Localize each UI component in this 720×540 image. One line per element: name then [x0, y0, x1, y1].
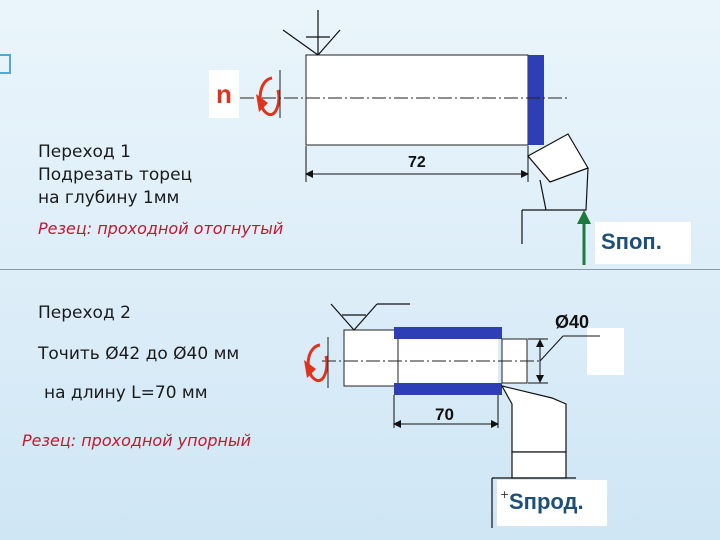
cross-feed-label: Sпоп.	[601, 229, 662, 254]
step2-cutter-icon	[491, 385, 576, 528]
step2-length-dimension-text: 70	[435, 405, 454, 424]
step2-diameter-dimension	[528, 335, 600, 384]
section-divider	[0, 269, 720, 270]
plus-mark: +	[500, 488, 510, 501]
step2-workpiece	[322, 327, 540, 395]
roughness-symbol-icon	[330, 303, 410, 331]
step1-description-line1: Подрезать торец	[38, 165, 193, 185]
step1-description-line2: на глубину 1мм	[38, 188, 180, 208]
feed-label-box-1	[595, 222, 691, 264]
step1-workpiece	[240, 54, 568, 146]
step2-description-line1: Точить Ø42 до Ø40 мм	[38, 344, 240, 364]
step1-length-dimension-text: 72	[408, 154, 426, 171]
spindle-rotation-arrow-icon	[304, 343, 329, 383]
step1-cutter-type: Резец: проходной отогнутый	[38, 219, 284, 238]
step1-length-dimension	[305, 146, 529, 182]
step2-cutter-type: Резец: проходной упорный	[22, 431, 252, 450]
step2-removed-layer-top	[394, 327, 502, 339]
step2-length-dimension	[393, 395, 499, 428]
step1-removed-layer	[528, 55, 544, 145]
step2-diameter-dimension-text: Ø40	[555, 312, 590, 332]
step1-title: Переход 1	[38, 142, 131, 162]
spindle-rotation-arrow-icon	[256, 76, 281, 117]
longitudinal-feed-label: Sпрод.	[509, 489, 584, 514]
roughness-symbol-icon	[282, 10, 341, 56]
spindle-label-box	[209, 70, 239, 118]
feed-label-box-2	[497, 480, 607, 526]
step1-cutter-icon	[521, 133, 589, 244]
spindle-speed-label: n	[216, 79, 232, 109]
cross-feed-arrow-icon	[577, 210, 591, 265]
step2-removed-layer-bottom	[394, 383, 502, 395]
step2-title: Переход 2	[38, 303, 131, 323]
slide-corner-mark	[0, 54, 11, 74]
step2-description-line2: на длину L=70 мм	[44, 383, 208, 403]
